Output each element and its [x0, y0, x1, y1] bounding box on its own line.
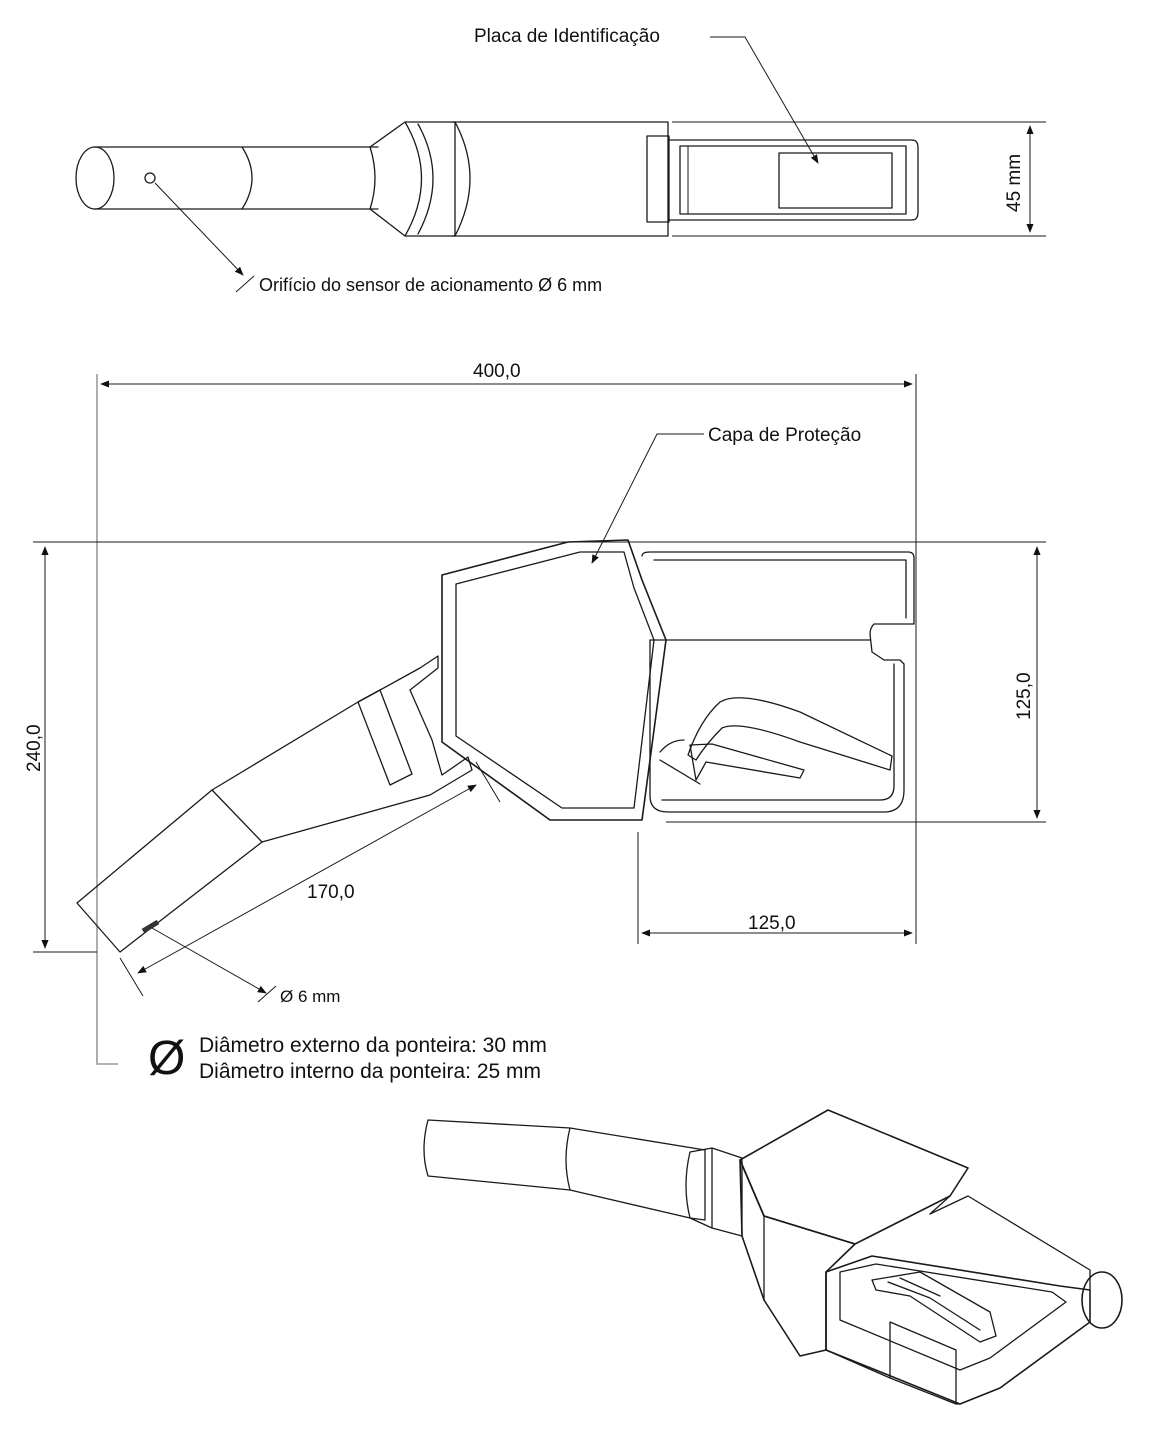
top-handle-inner [679, 145, 907, 215]
hole-6-label: Ø 6 mm [280, 987, 340, 1006]
trigger-inner [689, 743, 805, 781]
dim-170-label: 170,0 [307, 882, 355, 903]
iso-handle-ring [1081, 1271, 1123, 1329]
hole-leader-tick [257, 985, 277, 1003]
iso-body-edge [763, 1195, 951, 1301]
outer-diameter-label: Diâmetro externo da ponteira: 30 mm [199, 1034, 547, 1057]
plate-label: Placa de Identificação [474, 26, 660, 47]
spout-tip-ellipse [75, 146, 115, 210]
collar-ring [404, 121, 434, 237]
cover-leader [591, 433, 704, 564]
iso-body-side [739, 1159, 856, 1357]
sensor-hole-circle [144, 172, 156, 184]
handle-inner-top [653, 559, 907, 619]
top-view [75, 36, 1046, 293]
side-view [33, 374, 1046, 1065]
iso-tube-band [565, 1127, 571, 1191]
sensor-leader-tick [235, 275, 255, 293]
iso-plate [889, 1321, 957, 1405]
dim-125h-label: 125,0 [748, 913, 796, 934]
iso-tube [423, 1119, 706, 1221]
trigger-lever [687, 697, 893, 771]
spout-collar-side [357, 689, 413, 786]
inner-diameter-label: Diâmetro interno da ponteira: 25 mm [199, 1060, 541, 1083]
isometric-view [423, 1109, 1123, 1405]
sensor-leader [154, 182, 244, 276]
diameter-symbol: Ø [148, 1032, 185, 1085]
plate-leader [710, 36, 819, 164]
iso-trigger [871, 1271, 997, 1343]
dim-170-line [137, 784, 477, 974]
spout-collar [369, 121, 456, 237]
nozzle-body-inner [455, 551, 655, 809]
handle-lower-curve [659, 739, 701, 785]
iso-collar [685, 1147, 743, 1237]
dim-125v-label: 125,0 [1014, 672, 1035, 720]
dim-170-tick-a [119, 957, 144, 997]
spout-hole [141, 919, 160, 934]
spout [76, 655, 473, 953]
identification-plate-rect [778, 152, 893, 209]
sensor-hole-label: Orifício do sensor de acionamento Ø 6 mm [259, 275, 602, 295]
iso-handle-inner [839, 1263, 1067, 1371]
spout-tube [94, 146, 379, 210]
iso-body-top [739, 1109, 969, 1245]
iso-trigger-inner [887, 1277, 981, 1331]
handle-guard [649, 639, 895, 801]
hole-leader [151, 927, 267, 994]
dim-45-label: 45 mm [1004, 154, 1025, 212]
top-body [451, 121, 669, 237]
top-handle [668, 139, 919, 221]
dim-240-label: 240,0 [24, 724, 45, 772]
collar-bevel [454, 121, 471, 237]
reference-line [96, 374, 118, 1065]
dim-400-label: 400,0 [473, 361, 521, 382]
spout-band-side [211, 789, 263, 843]
handle-top [641, 551, 915, 813]
top-body-band [646, 135, 670, 223]
iso-base-edge [825, 1349, 961, 1405]
spout-band [241, 146, 253, 210]
iso-handle-top [929, 1195, 1091, 1291]
cover-label: Capa de Proteção [708, 425, 861, 446]
